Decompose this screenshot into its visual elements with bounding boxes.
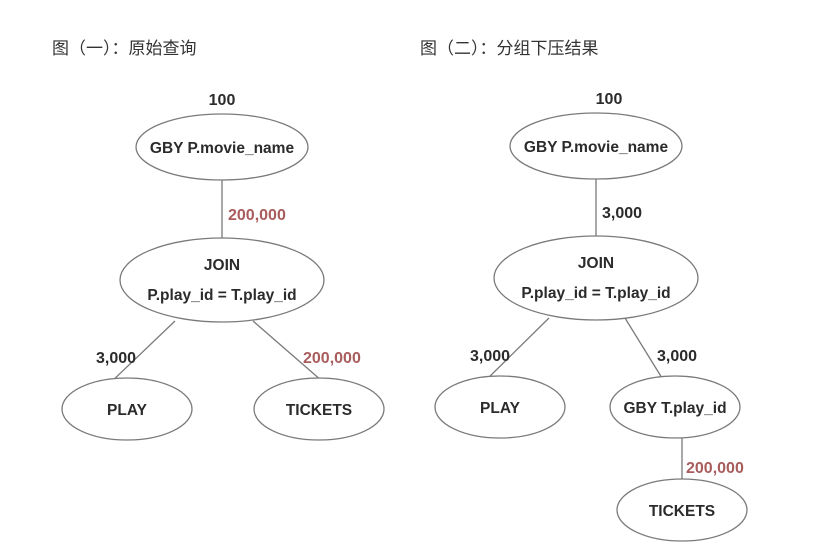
left-play-node <box>61 377 193 441</box>
right-gby2-label: GBY T.play_id <box>623 400 726 417</box>
left-join-title: JOIN <box>204 257 240 274</box>
right-gby2-count: 3,000 <box>657 348 697 365</box>
left-edge-join-play <box>107 320 176 386</box>
right-caption: 图（二）：分组下压结果 <box>420 39 599 59</box>
right-gby-label: GBY P.movie_name <box>524 139 669 156</box>
right-gby2-node <box>609 375 741 439</box>
left-join-condition: P.play_id = T.play_id <box>147 287 296 304</box>
right-play-count: 3,000 <box>470 348 510 365</box>
left-caption: 图（一）：原始查询 <box>52 39 197 59</box>
right-edge-join-gby2 <box>624 317 663 379</box>
right-tickets-node <box>616 478 748 542</box>
left-gby-node <box>135 113 309 181</box>
right-plan-tree: 100 GBY P.movie_name 3,000 JOIN P.play_i… <box>434 91 748 542</box>
left-tickets-count: 200,000 <box>303 350 361 367</box>
left-top-count: 100 <box>209 92 236 109</box>
right-play-node <box>434 375 566 439</box>
right-play-label: PLAY <box>480 400 521 417</box>
left-tickets-label: TICKETS <box>286 402 352 419</box>
left-play-count: 3,000 <box>96 350 136 367</box>
left-gby-label: GBY P.movie_name <box>150 140 295 157</box>
left-plan-tree: 100 GBY P.movie_name 200,000 JOIN P.play… <box>61 92 385 441</box>
left-gby-join-count: 200,000 <box>228 207 286 224</box>
right-tickets-count: 200,000 <box>686 460 744 477</box>
left-play-label: PLAY <box>107 402 148 419</box>
left-edge-join-tickets <box>252 320 323 382</box>
right-join-title: JOIN <box>578 255 614 272</box>
right-join-condition: P.play_id = T.play_id <box>521 285 670 302</box>
right-join-node <box>493 235 699 321</box>
left-join-node <box>119 237 325 323</box>
right-edge-join-play <box>481 317 550 385</box>
left-tickets-node <box>253 377 385 441</box>
right-gby-join-count: 3,000 <box>602 205 642 222</box>
right-tickets-label: TICKETS <box>649 503 715 520</box>
right-top-count: 100 <box>596 91 623 108</box>
right-gby-node <box>509 112 683 180</box>
